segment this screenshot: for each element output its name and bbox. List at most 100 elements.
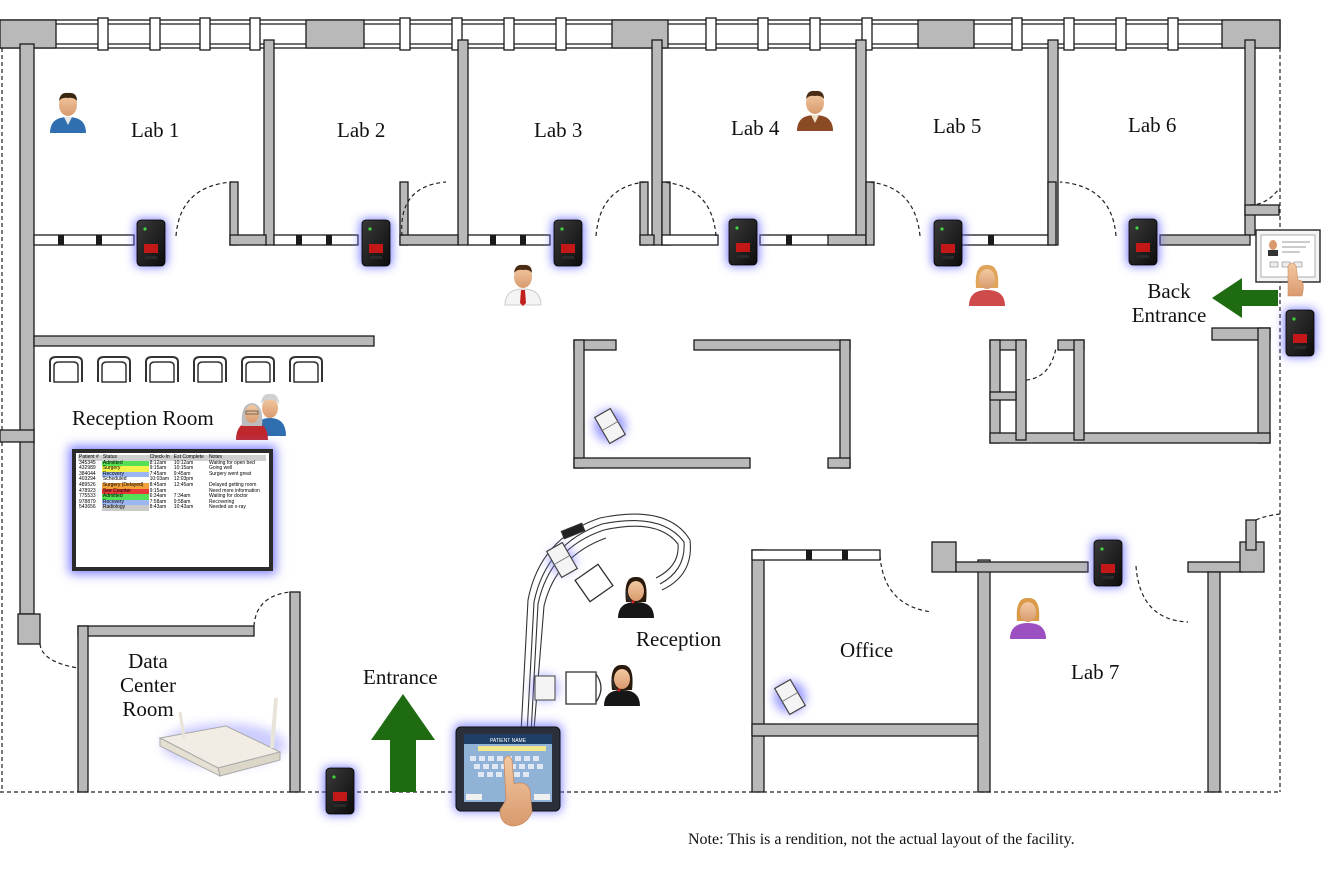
back-entrance-line1: Back xyxy=(1147,279,1191,303)
table-cell: 8:43am xyxy=(149,504,167,511)
table-cell: 10:43am xyxy=(173,504,194,511)
room-label-reception: Reception xyxy=(636,627,722,651)
kiosk-tablet-icon[interactable]: PATIENT NAME xyxy=(454,724,562,827)
table-cell: 6:34am xyxy=(149,493,167,500)
table-cell: 9:15am xyxy=(149,487,167,494)
chair-icon xyxy=(145,356,179,383)
back-entrance-line2: Entrance xyxy=(1131,303,1207,327)
table-cell: Scheduled xyxy=(101,477,149,483)
table-cell: 489526 xyxy=(79,481,96,488)
reader-pad-icon xyxy=(534,675,556,701)
card-reader-icon xyxy=(135,219,167,267)
table-cell: 978879 xyxy=(79,498,96,505)
table-cell: 432989 xyxy=(79,465,96,472)
person-icon xyxy=(797,90,833,131)
entrance-arrow xyxy=(371,694,435,792)
chair-icon xyxy=(241,356,275,383)
table-cell: Surgery xyxy=(101,466,149,472)
room-label-lab7: Lab 7 xyxy=(1071,660,1120,684)
arrow-icon xyxy=(371,694,435,792)
table-cell: 10:03am xyxy=(149,476,170,483)
person-icon xyxy=(504,264,542,307)
card-reader-icon xyxy=(1092,539,1124,587)
table-cell: Surgery went great xyxy=(208,470,252,477)
data-center-line2: Center xyxy=(120,673,176,697)
card-reader-icon xyxy=(1127,218,1159,266)
back-entrance-arrow xyxy=(1212,278,1278,318)
kiosk-screen-title: PATIENT NAME xyxy=(490,738,527,744)
table-cell: Need more information xyxy=(208,487,260,494)
column-header: Status xyxy=(101,454,149,461)
person-icon xyxy=(50,92,86,133)
table-cell: Going well xyxy=(208,465,233,472)
person-icon xyxy=(969,264,1005,306)
room-label-lab1: Lab 1 xyxy=(131,118,180,142)
reader-pad-icon xyxy=(774,678,806,716)
data-center-line3: Room xyxy=(122,697,174,721)
table-cell: 543656 xyxy=(79,504,96,511)
room-label-lab5: Lab 5 xyxy=(933,114,982,138)
table-cell: 12:03pm xyxy=(173,476,194,483)
table-cell: 10:12am xyxy=(173,459,194,466)
table-cell: Recovery xyxy=(101,471,149,478)
table-cell: 478923 xyxy=(79,487,96,494)
reception-chairs xyxy=(565,563,614,705)
room-label-reception-room: Reception Room xyxy=(72,406,214,430)
dashed-lines xyxy=(0,48,1281,793)
table-cell: Recovering xyxy=(208,498,235,505)
walls xyxy=(0,17,1281,793)
pads xyxy=(531,407,806,716)
table-cell: 12:45am xyxy=(173,481,194,488)
elderly-couple-icon xyxy=(236,393,286,440)
table-cell: Radiology xyxy=(101,505,149,511)
table-cell: 10:15am xyxy=(173,465,194,472)
table-cell: 403294 xyxy=(79,476,96,483)
reader-pad-icon xyxy=(594,407,626,445)
people xyxy=(50,90,1046,707)
table-cell: 775533 xyxy=(79,493,96,500)
table-cell: 345345 xyxy=(79,459,96,466)
reader-pad-icon xyxy=(546,541,578,579)
patient-status-board: Patient # Status Check-In Est Complete N… xyxy=(72,449,273,571)
entrance-label: Entrance xyxy=(363,665,438,689)
table-cell: Admitted xyxy=(101,494,149,500)
room-label-lab3: Lab 3 xyxy=(534,118,583,142)
table-cell: 9:15am xyxy=(149,465,167,472)
data-center-line1: Data xyxy=(128,649,168,673)
table-cell: Admitted xyxy=(101,460,149,467)
card-reader-icon xyxy=(552,219,584,267)
room-label-lab6: Lab 6 xyxy=(1128,113,1177,137)
waiting-chairs xyxy=(49,356,323,383)
table-cell: 384044 xyxy=(79,470,96,477)
status-table: Patient # Status Check-In Est Complete N… xyxy=(78,454,266,511)
column-header: Patient # xyxy=(78,454,102,461)
status-table-header: Patient # Status Check-In Est Complete N… xyxy=(78,454,266,461)
chair-icon xyxy=(97,356,131,383)
receptionist-icon xyxy=(617,576,655,619)
card-reader-icon xyxy=(1284,309,1316,357)
table-cell: 9:45am xyxy=(173,470,191,477)
card-reader-icon xyxy=(727,218,759,266)
wall-kiosk-icon[interactable] xyxy=(1255,229,1321,297)
room-label-data-center: Data Center Room xyxy=(108,649,188,721)
table-cell: Recovery xyxy=(101,499,149,506)
room-label-office: Office xyxy=(840,638,894,662)
table-cell: Delayed getting room xyxy=(208,481,257,488)
table-cell: 9:58am xyxy=(173,498,191,505)
wifi-router-icon xyxy=(158,697,286,777)
footnote: Note: This is a rendition, not the actua… xyxy=(688,831,1075,848)
column-header: Est Complete xyxy=(172,454,208,461)
arrow-icon xyxy=(1212,278,1278,318)
column-header: Check-In xyxy=(148,454,173,461)
